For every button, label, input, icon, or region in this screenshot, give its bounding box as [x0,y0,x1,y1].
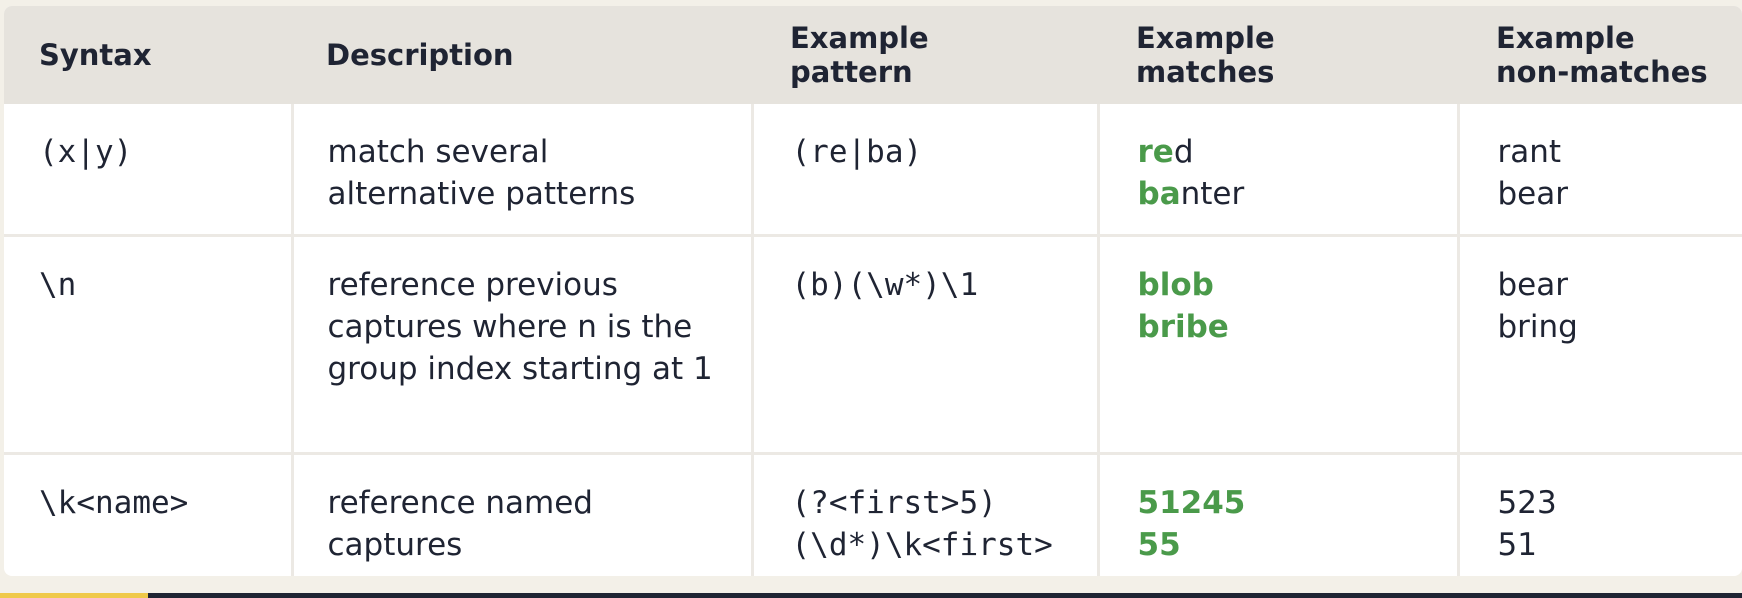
header-example-pattern: Example pattern [752,6,1098,104]
description-line: reference named [327,484,593,521]
non-match-example: bear [1497,266,1569,303]
header-line: Syntax [39,38,152,72]
syntax-cell: \n [4,235,294,455]
description-line: match several [327,134,549,170]
match-example: red [1138,131,1457,173]
match-highlight: ba [1137,176,1181,212]
header-line: Example [790,21,929,55]
pattern-code: (?<first>5) [791,484,997,521]
match-highlight: blob [1137,266,1214,303]
match-highlight: 51245 [1137,484,1246,521]
non-match-example: bear [1497,176,1569,212]
description-cell: match several alternative patterns [292,104,754,237]
non-match-example: 51 [1497,526,1537,563]
header-line: Example [1136,21,1275,55]
match-rest: nter [1180,176,1245,212]
table-row: (x|y) match several alternative patterns… [4,104,1742,237]
matches-cell: 51245 55 [1098,453,1460,576]
description-line: captures [327,526,463,563]
description-line: group index starting at 1 [327,350,713,387]
pattern-code: (b)(\w*)\1 [791,266,979,303]
non-matches-cell: 523 51 [1458,453,1742,576]
match-example: 51245 [1138,482,1457,524]
syntax-code: \k<name> [39,484,189,521]
header-line: pattern [790,55,913,89]
regex-reference-table: Syntax Description Example pattern Examp… [4,6,1742,576]
syntax-cell: \k<name> [4,453,294,576]
header-example-non-matches: Example non-matches [1458,6,1742,104]
pattern-code: (\d*)\k<first> [791,526,1053,563]
syntax-code: (x|y) [39,134,133,170]
header-line: Description [326,38,514,72]
match-example: bribe [1138,306,1457,348]
matches-cell: red banter [1098,104,1460,237]
match-highlight: re [1137,134,1174,170]
non-matches-cell: bear bring [1458,235,1742,455]
match-example: 55 [1138,524,1457,566]
table-row: \n reference previous captures where n i… [4,235,1742,455]
description-cell: reference named captures [292,453,754,576]
pattern-cell: (?<first>5) (\d*)\k<first> [752,453,1100,576]
non-match-example: 523 [1497,484,1557,521]
header-syntax: Syntax [4,6,292,104]
match-highlight: bribe [1137,308,1229,345]
bottom-divider-bar [0,593,1742,598]
pattern-cell: (b)(\w*)\1 [752,235,1100,455]
non-match-example: bring [1497,308,1578,345]
description-line: alternative patterns [327,176,636,212]
description-cell: reference previous captures where n is t… [292,235,754,455]
table-header-row: Syntax Description Example pattern Examp… [4,6,1742,104]
non-matches-cell: rant bear [1458,104,1742,237]
pattern-code: (re|ba) [791,134,923,170]
description-line: reference previous [327,266,618,303]
syntax-code: \n [39,266,77,303]
header-description: Description [292,6,752,104]
pattern-cell: (re|ba) [752,104,1100,237]
match-example: blob [1138,264,1457,306]
match-example: banter [1138,173,1457,215]
match-rest: d [1173,134,1194,170]
header-example-matches: Example matches [1098,6,1458,104]
regex-reference-table-card: Syntax Description Example pattern Examp… [4,6,1742,576]
non-match-example: rant [1497,134,1562,170]
syntax-cell: (x|y) [4,104,294,237]
header-line: matches [1136,55,1275,89]
header-line: Example [1496,21,1635,55]
header-line: non-matches [1496,55,1708,89]
table-row: \k<name> reference named captures (?<fir… [4,453,1742,576]
description-line: captures where n is the [327,308,693,345]
match-highlight: 55 [1137,526,1181,563]
matches-cell: blob bribe [1098,235,1460,455]
bottom-accent-segment [0,593,148,598]
